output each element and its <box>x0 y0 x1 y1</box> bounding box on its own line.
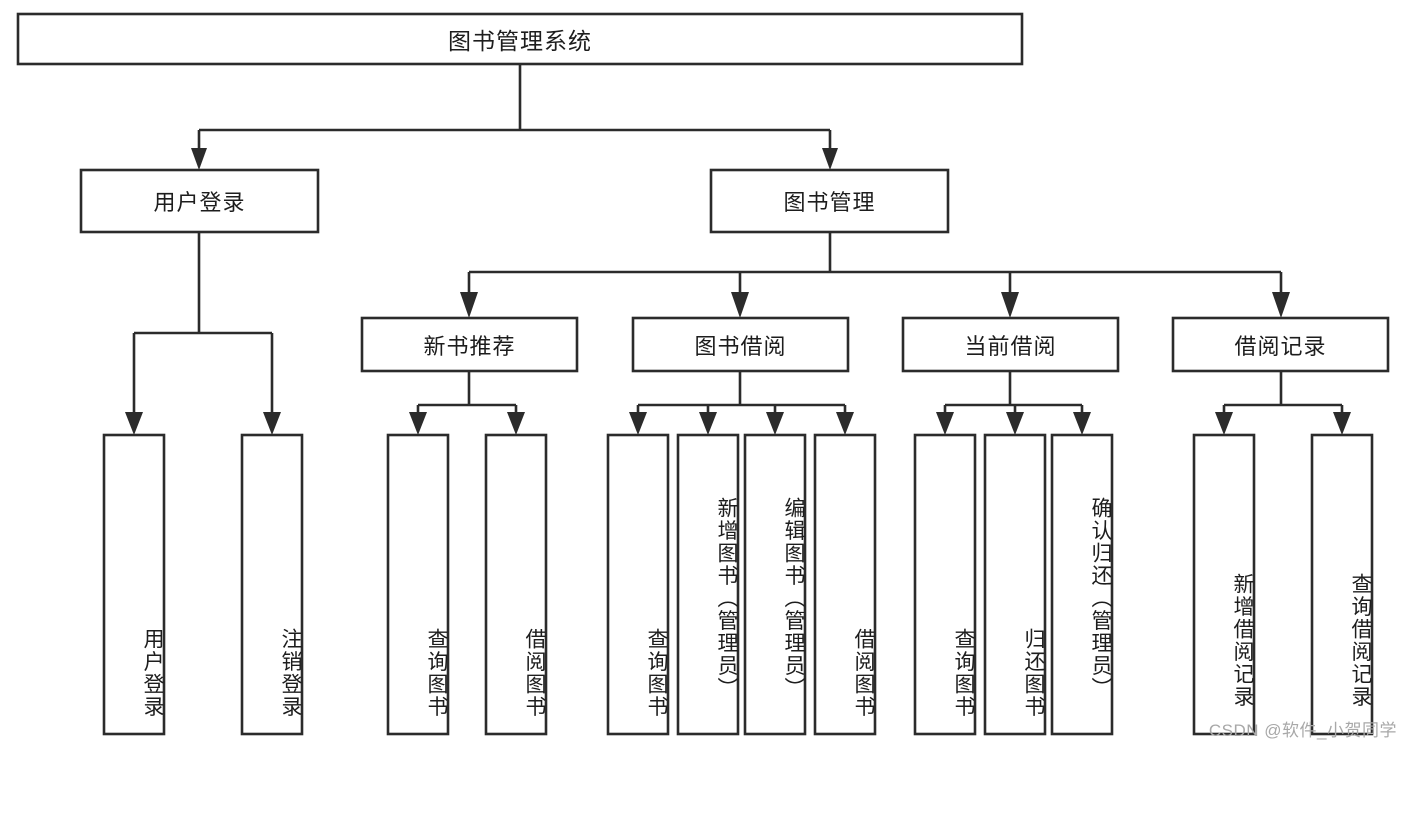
arrow-to-leaf-borrow-book-1 <box>507 412 525 435</box>
node-user-login-box[interactable] <box>79 168 320 234</box>
arrow-to-leaf-return-book <box>1006 412 1024 435</box>
connector-borrow-record-to-leaves <box>1222 371 1344 416</box>
arrow-to-leaf-query-borrow-record <box>1333 412 1351 435</box>
node-leaf-query-book-2-box[interactable] <box>606 433 670 736</box>
arrow-to-leaf-confirm-return <box>1073 412 1091 435</box>
connector-new-book-recommend-to-leaves <box>416 371 518 416</box>
node-leaf-logout-login-box[interactable] <box>240 433 304 736</box>
arrow-to-leaf-add-book <box>699 412 717 435</box>
node-root-box[interactable] <box>16 12 1024 66</box>
arrow-to-leaf-user-login <box>125 412 143 435</box>
connector-user-login-to-leaves <box>132 232 274 416</box>
arrow-to-new-book-recommend <box>460 292 478 318</box>
node-borrow-record-box[interactable] <box>1171 316 1390 373</box>
node-leaf-add-borrow-record-box[interactable] <box>1192 433 1256 736</box>
arrow-to-leaf-query-book-3 <box>936 412 954 435</box>
arrow-to-borrow-record <box>1272 292 1290 318</box>
arrow-to-leaf-query-book-2 <box>629 412 647 435</box>
arrow-to-book-management <box>822 148 838 170</box>
diagram-canvas: 图书管理系统 用户登录 图书管理 新书推荐 图书借阅 当前借阅 借阅记录 用户登… <box>16 12 1396 740</box>
arrow-to-leaf-logout-login <box>263 412 281 435</box>
arrow-to-book-borrow <box>731 292 749 318</box>
node-leaf-edit-book-box[interactable] <box>743 433 807 736</box>
node-leaf-query-borrow-record-box[interactable] <box>1310 433 1374 736</box>
node-leaf-borrow-book-1-box[interactable] <box>484 433 548 736</box>
node-leaf-query-book-1-box[interactable] <box>386 433 450 736</box>
arrow-to-current-borrow <box>1001 292 1019 318</box>
arrow-to-user-login <box>191 148 207 170</box>
node-leaf-return-book-box[interactable] <box>983 433 1047 736</box>
node-leaf-borrow-book-2-box[interactable] <box>813 433 877 736</box>
connector-current-borrow-to-leaves <box>943 371 1084 416</box>
node-current-borrow-box[interactable] <box>901 316 1120 373</box>
node-new-book-recommend-box[interactable] <box>360 316 579 373</box>
node-book-management-box[interactable] <box>709 168 950 234</box>
diagram-svg <box>16 12 1390 736</box>
node-book-borrow-box[interactable] <box>631 316 850 373</box>
connector-root-to-level2 <box>197 64 832 152</box>
node-leaf-confirm-return-box[interactable] <box>1050 433 1114 736</box>
connector-book-borrow-to-leaves <box>636 371 847 416</box>
arrow-to-leaf-query-book-1 <box>409 412 427 435</box>
arrow-to-leaf-edit-book <box>766 412 784 435</box>
arrow-to-leaf-add-borrow-record <box>1215 412 1233 435</box>
node-leaf-add-book-box[interactable] <box>676 433 740 736</box>
node-leaf-query-book-3-box[interactable] <box>913 433 977 736</box>
connector-book-management-to-level3 <box>467 232 1283 292</box>
arrow-to-leaf-borrow-book-2 <box>836 412 854 435</box>
node-leaf-user-login-box[interactable] <box>102 433 166 736</box>
